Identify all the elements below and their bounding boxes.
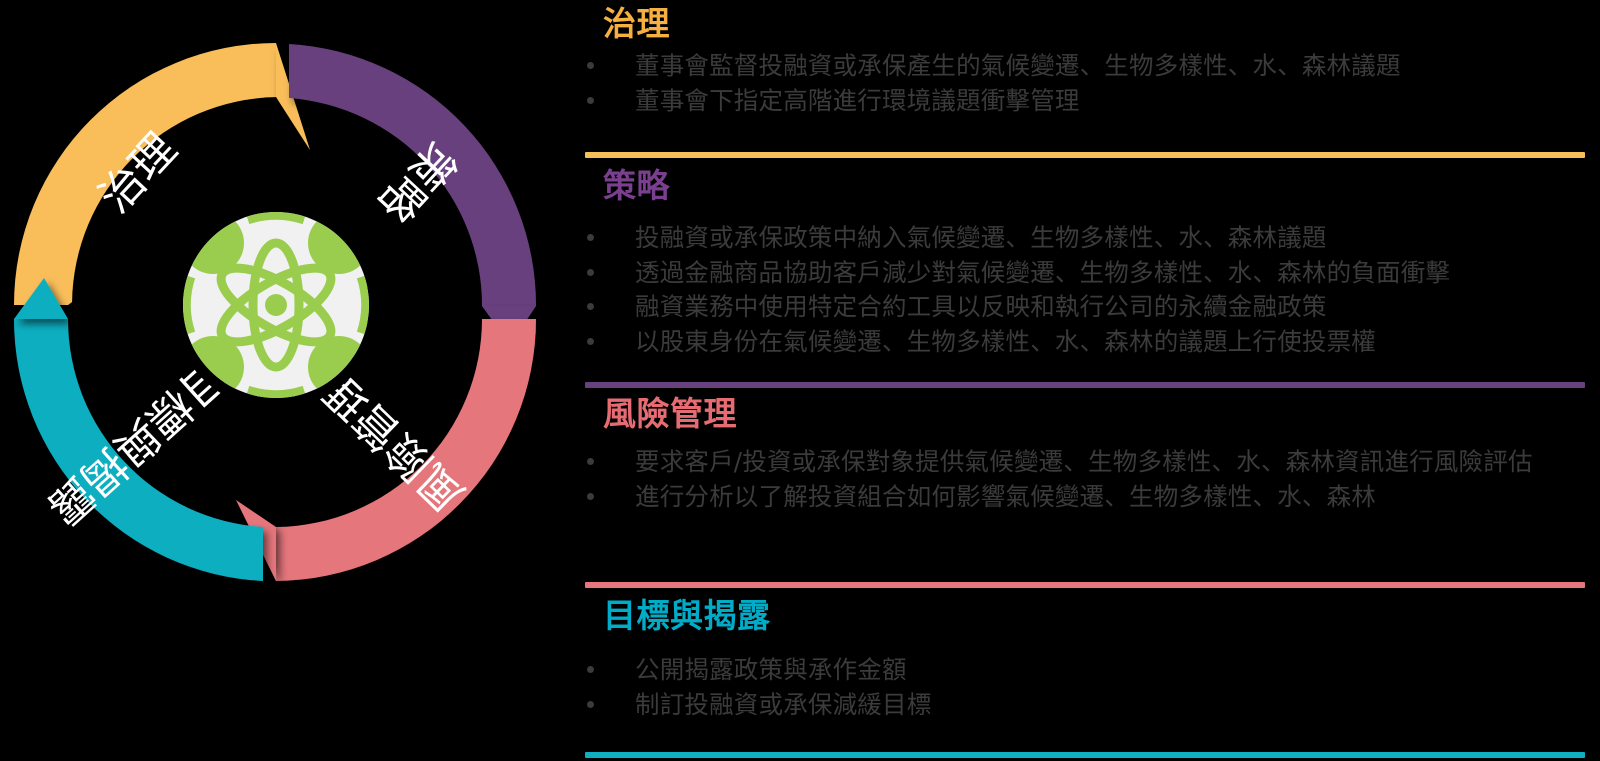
list-item-text: 投融資或承保政策中納入氣候變遷、生物多樣性、水、森林議題 [635,222,1327,252]
bullet-list-risk-management: 要求客戶/投資或承保對象提供氣候變遷、生物多樣性、水、森林資訊進行風險評估 進行… [575,439,1600,513]
bullet-list-targets-disclosure: 公開揭露政策與承作金額 制訂投融資或承保減緩目標 [575,641,1600,721]
list-item: 制訂投融資或承保減緩目標 [583,688,1600,722]
section-title-targets-disclosure: 目標與揭露 [603,596,771,635]
list-item-text: 制訂投融資或承保減緩目標 [635,689,932,719]
list-item-text: 董事會監督投融資或承保產生的氣候變遷、生物多樣性、水、森林議題 [635,50,1401,80]
section-title-governance: 治理 [603,4,670,43]
list-item-text: 要求客戶/投資或承保對象提供氣候變遷、生物多樣性、水、森林資訊進行風險評估 [635,446,1533,476]
bullet-dot-icon [587,457,594,465]
list-item-text: 透過金融商品協助客戶減少對氣候變遷、生物多樣性、水、森林的負面衝擊 [635,257,1451,287]
diagram-segment-governance[interactable] [14,43,276,305]
list-item: 董事會監督投融資或承保產生的氣候變遷、生物多樣性、水、森林議題 [583,49,1600,83]
bullet-dot-icon [587,700,594,708]
diagram-segment-risk[interactable] [276,319,537,581]
section-title-risk-management: 風險管理 [603,394,737,433]
diagram-segment-strategy[interactable] [289,44,537,306]
list-item-text: 進行分析以了解投資組合如何影響氣候變遷、生物多樣性、水、森林 [635,481,1376,511]
bullet-list-governance: 董事會監督投融資或承保產生的氣候變遷、生物多樣性、水、森林議題 董事會下指定高階… [575,49,1600,117]
detail-panel: 治理 董事會監督投融資或承保產生的氣候變遷、生物多樣性、水、森林議題 董事會下指… [575,0,1600,761]
cycle-diagram: 治理 策略 風險管理 目標與揭露 [0,0,575,600]
section-divider-governance [585,152,1585,158]
list-item: 融資業務中使用特定合約工具以反映和執行公司的永續金融政策 [583,290,1600,324]
bullet-dot-icon [587,303,594,311]
section-targets-disclosure: 目標與揭露 公開揭露政策與承作金額 制訂投融資或承保減緩目標 [575,596,1600,758]
list-item: 要求客戶/投資或承保對象提供氣候變遷、生物多樣性、水、森林資訊進行風險評估 [583,445,1600,479]
diagram-arrowhead-targets [14,278,68,319]
list-item: 投融資或承保政策中納入氣候變遷、生物多樣性、水、森林議題 [583,221,1600,255]
list-item: 公開揭露政策與承作金額 [583,653,1600,687]
section-strategy: 策略 投融資或承保政策中納入氣候變遷、生物多樣性、水、森林議題 透過金融商品協助… [575,166,1600,388]
section-risk-management: 風險管理 要求客戶/投資或承保對象提供氣候變遷、生物多樣性、水、森林資訊進行風險… [575,394,1600,588]
bullet-dot-icon [587,61,594,69]
bullet-list-strategy: 投融資或承保政策中納入氣候變遷、生物多樣性、水、森林議題 透過金融商品協助客戶減… [575,211,1600,358]
bullet-dot-icon [587,337,594,345]
list-item: 進行分析以了解投資組合如何影響氣候變遷、生物多樣性、水、森林 [583,480,1600,514]
bullet-dot-icon [587,665,594,673]
bullet-dot-icon [587,492,594,500]
list-item-text: 董事會下指定高階進行環境議題衝擊管理 [635,85,1080,115]
section-governance: 治理 董事會監督投融資或承保產生的氣候變遷、生物多樣性、水、森林議題 董事會下指… [575,4,1600,158]
list-item: 以股東身份在氣候變遷、生物多樣性、水、森林的議題上行使投票權 [583,325,1600,359]
section-divider-targets-disclosure [585,752,1585,758]
list-item-text: 以股東身份在氣候變遷、生物多樣性、水、森林的議題上行使投票權 [635,326,1376,356]
section-title-strategy: 策略 [603,166,670,205]
list-item: 透過金融商品協助客戶減少對氣候變遷、生物多樣性、水、森林的負面衝擊 [583,256,1600,290]
bullet-dot-icon [587,233,594,241]
section-divider-risk-management [585,582,1585,588]
bullet-dot-icon [587,96,594,104]
list-item-text: 融資業務中使用特定合約工具以反映和執行公司的永續金融政策 [635,292,1327,322]
diagram-segment-targets[interactable] [13,319,263,581]
bullet-dot-icon [587,268,594,276]
list-item: 董事會下指定高階進行環境議題衝擊管理 [583,84,1600,118]
list-item-text: 公開揭露政策與承作金額 [635,654,907,684]
section-divider-strategy [585,382,1585,388]
